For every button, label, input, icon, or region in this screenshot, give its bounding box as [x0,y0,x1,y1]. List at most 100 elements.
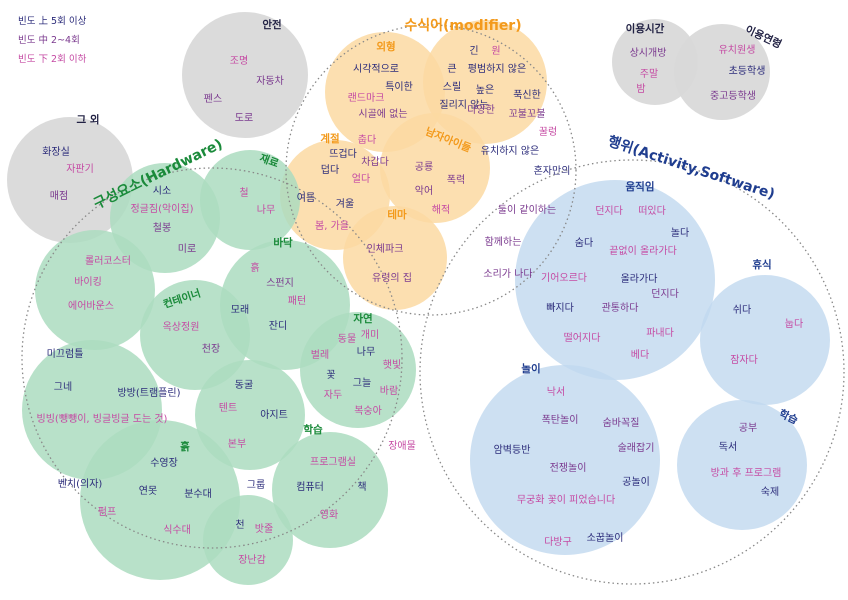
word-low: 잠자다 [730,354,758,366]
word-high: 아지트 [260,409,288,421]
legend-low: 빈도 下 2회 이하 [18,54,87,65]
category-label-appearance: 외형 [376,40,395,53]
word-high: 분수대 [184,488,212,500]
orange-category-circle [343,206,447,310]
word-high: 큰 [447,63,456,75]
blue-category-circle [677,400,807,530]
word-labels: 조명자동차펜스도로화장실자판기매점상시개방주말밤유치원생초등학생중고등학생시각적… [37,44,804,566]
word-high: 유치하지 않은 [481,144,539,157]
word-high: 올라가다 [621,273,658,285]
word-high: 긴 [469,45,478,57]
word-low: 파내다 [646,327,674,339]
word-low: 식수대 [163,524,191,536]
green-category-circle [203,495,293,585]
word-mid: 자동차 [256,75,284,87]
legend: 빈도 上 5회 이상 빈도 中 2~4회 빈도 下 2회 이하 [18,12,86,69]
green-category-circle [80,420,240,580]
hardware-outline [21,167,403,549]
green-category-circle [35,230,155,350]
word-high: 꽃 [326,369,335,381]
word-high: 모래 [231,304,249,316]
word-low: 원 [491,45,500,57]
word-mid: 도로 [235,113,253,124]
word-low: 떨어지다 [564,332,601,344]
word-low: 기어오르다 [541,272,587,284]
word-high: 숙제 [761,486,779,498]
word-low: 텐트 [219,402,237,414]
category-label-movement: 움직임 [626,180,655,193]
word-high: 그늘 [353,377,371,389]
group-outlines [21,24,845,585]
green-category-circle [110,163,220,273]
word-low: 주말 [640,68,658,80]
word-low: 햇빛 [383,359,401,371]
category-label-material: 재료 [258,151,281,170]
word-high: 평범하지 않은 [468,62,526,75]
word-high: 스릴 [443,80,461,93]
word-low: 장난감 [238,554,266,566]
word-mid: 스펀지 [266,277,294,289]
word-high: 방방(트램플린) [117,387,180,399]
word-low: 방과 후 프로그램 [711,467,782,479]
category-label-theme: 테마 [387,208,407,221]
word-low: 복숭아 [354,405,382,417]
category-label-etc: 그 외 [77,114,100,126]
legend-high: 빈도 上 5회 이상 [18,16,87,27]
word-low: 롤러코스터 [85,255,131,267]
category-label-safety: 안전 [262,18,281,31]
word-mid: 소리가 나다 [483,268,532,280]
modifier-title: 수식어(modifier) [404,17,521,34]
word-mid: 시골에 없는 [358,107,407,120]
word-low: 끝없이 올라가다 [609,244,677,257]
category-label-rest: 휴식 [752,258,771,271]
category-label-season: 계절 [320,132,339,145]
word-low: 정글짐(악이집) [130,203,193,215]
word-high: 시소 [153,185,171,197]
word-low: 펌프 [98,506,116,518]
software-outline [419,159,845,585]
word-high: 쉬다 [733,304,751,316]
word-low: 영화 [320,509,338,521]
word-high: 혼자만의 [534,164,571,177]
word-mid: 펜스 [204,93,222,105]
word-low: 유치원생 [719,44,756,56]
word-high: 잔디 [269,320,287,332]
legend-mid: 빈도 中 2~4회 [18,35,80,46]
word-low: 조명 [230,55,248,67]
green-category-circle [272,432,388,548]
word-low: 무궁화 꽃이 피었습니다 [517,494,615,506]
word-high: 암벽등반 [494,444,531,456]
word-mid: 다양한 [467,104,495,116]
word-high: 질리지 않는 [439,99,488,111]
word-high: 겨울 [336,198,354,210]
word-low: 벌레 [311,349,329,361]
word-low: 본부 [228,438,246,450]
word-mid: 폭탄놀이 [542,414,579,426]
word-mid: 둘이 같이하는 [498,203,556,216]
word-low: 베다 [631,349,649,361]
word-mid: 중고등학생 [710,90,756,102]
green-category-circle [195,360,305,470]
category-label-study: 학습 [303,423,323,436]
word-high: 벤치(의자) [58,478,103,490]
word-mid: 상시개방 [630,47,667,59]
word-high: 초등학생 [729,65,766,77]
word-mid: 차갑다 [361,156,389,168]
word-low: 눕다 [785,318,803,330]
word-high: 그룹 [247,479,265,491]
word-low: 다방구 [544,536,572,548]
word-low: 개미 [361,329,379,341]
word-low: 얼다 [352,173,370,185]
word-high: 그네 [54,381,72,393]
word-high: 독서 [719,441,737,453]
word-high: 미끄럼틀 [47,347,84,360]
word-high: 빠지다 [546,302,574,314]
word-low: 에어바운스 [68,300,114,312]
word-mid: 전쟁놀이 [550,462,587,474]
grey-category-circle [674,24,770,120]
word-low: 던지다 [595,205,623,217]
word-mid: 공룡 [415,161,433,173]
word-low: 동물 [338,333,356,345]
word-mid: 술래잡기 [618,442,655,454]
